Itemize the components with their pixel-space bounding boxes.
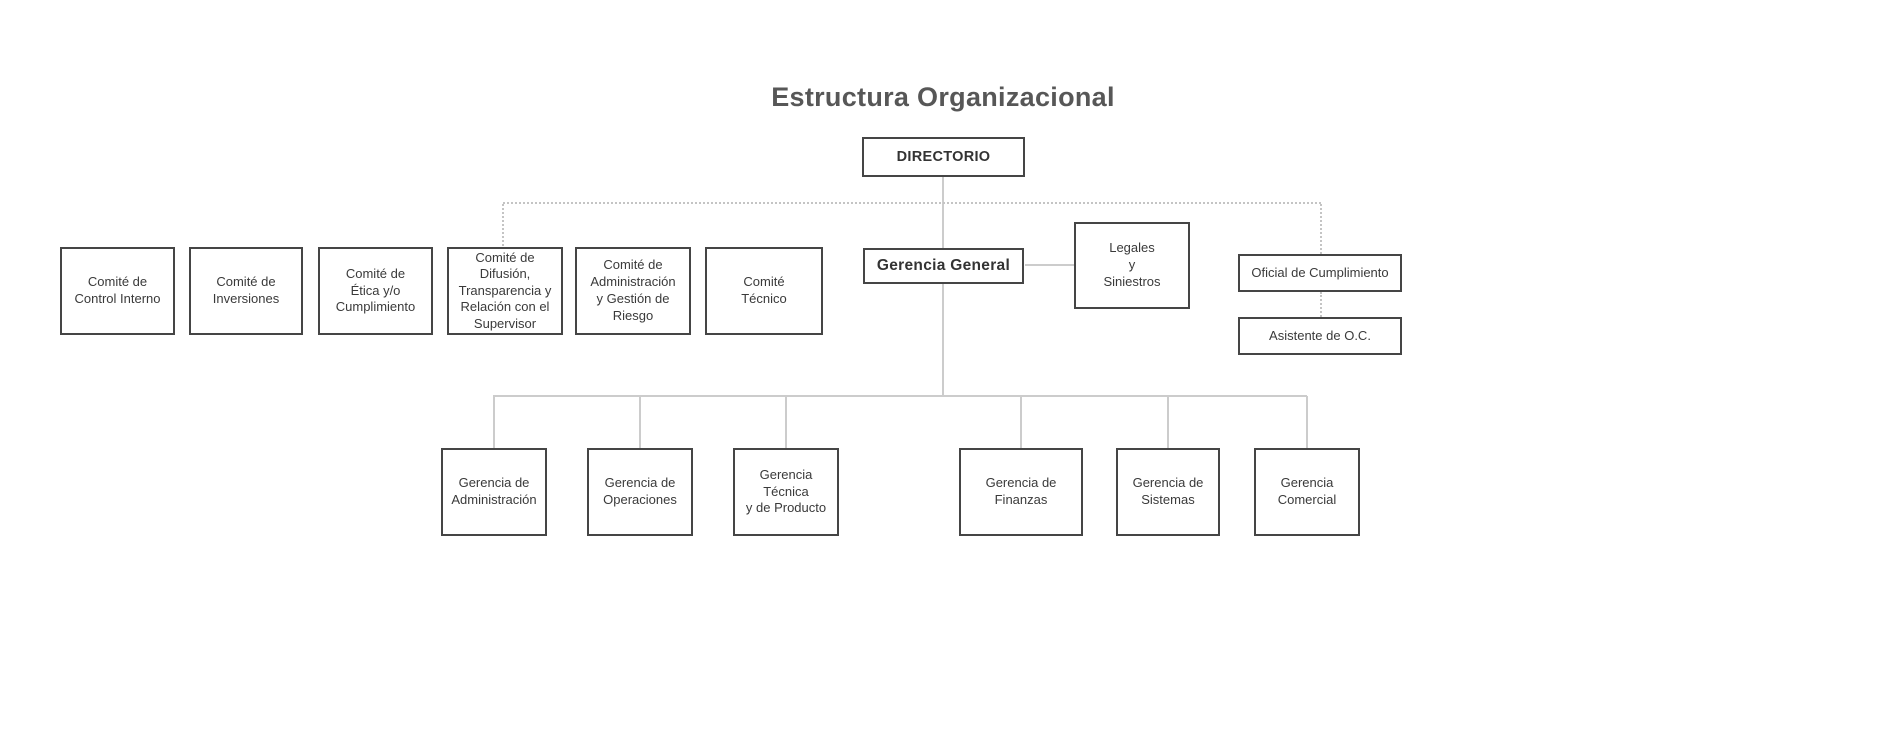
- node-asistente-oc: Asistente de O.C.: [1238, 317, 1402, 355]
- node-comite-difusion-label: Comité de Difusión, Transparencia y Rela…: [458, 250, 552, 331]
- node-gerencia-tecnica-producto-label: Gerencia Técnica y de Producto: [745, 466, 827, 516]
- node-gerencia-operaciones: Gerencia de Operaciones: [587, 448, 693, 536]
- node-comite-etica-label: Comité de Ética y/o Cumplimiento: [335, 265, 416, 315]
- dotted-drop-oficial-cumplimiento: [1320, 204, 1322, 254]
- node-gerencia-finanzas-label: Gerencia de Finanzas: [985, 475, 1057, 507]
- node-gerencia-sistemas-label: Gerencia de Sistemas: [1132, 475, 1204, 507]
- node-gerencia-finanzas: Gerencia de Finanzas: [959, 448, 1083, 536]
- node-legales-siniestros-label: Legales y Siniestros: [1103, 240, 1161, 289]
- dotted-drop-comite-difusion: [502, 204, 504, 246]
- node-comite-tecnico-label: Comité Técnico: [741, 274, 787, 306]
- node-comite-control-interno: Comité de Control Interno: [60, 247, 175, 335]
- node-comite-inversiones: Comité de Inversiones: [189, 247, 303, 335]
- connector-drop-administracion: [493, 396, 495, 448]
- node-gerencia-operaciones-label: Gerencia de Operaciones: [603, 475, 677, 507]
- node-comite-control-interno-label: Comité de Control Interno: [74, 274, 161, 306]
- node-comite-tecnico: Comité Técnico: [705, 247, 823, 335]
- node-gerencia-tecnica-producto: Gerencia Técnica y de Producto: [733, 448, 839, 536]
- connector-gerencia-general-bus: [942, 284, 944, 396]
- connector-drop-operaciones: [639, 396, 641, 448]
- node-directorio-label: DIRECTORIO: [896, 148, 991, 165]
- connector-drop-comercial: [1306, 396, 1308, 448]
- node-comite-administracion-riesgo-label: Comité de Administración y Gestión de Ri…: [590, 257, 676, 323]
- connector-gerencia-general-legales: [1025, 264, 1074, 266]
- connector-bottom-bus: [493, 395, 1307, 397]
- connector-directorio-gerencia-general: [942, 177, 944, 248]
- connector-drop-tecnica: [785, 396, 787, 448]
- node-comite-inversiones-label: Comité de Inversiones: [212, 274, 280, 306]
- node-comite-etica: Comité de Ética y/o Cumplimiento: [318, 247, 433, 335]
- node-gerencia-administracion-label: Gerencia de Administración: [451, 475, 537, 507]
- node-legales-siniestros: Legales y Siniestros: [1074, 222, 1190, 309]
- connector-drop-sistemas: [1167, 396, 1169, 448]
- node-gerencia-comercial-label: Gerencia Comercial: [1277, 475, 1337, 507]
- node-gerencia-general-label: Gerencia General: [876, 256, 1011, 274]
- node-gerencia-administracion: Gerencia de Administración: [441, 448, 547, 536]
- chart-title: Estructura Organizacional: [771, 82, 1115, 112]
- node-oficial-cumplimiento-label: Oficial de Cumplimiento: [1251, 264, 1389, 280]
- dotted-connector-horizontal: [503, 202, 1321, 204]
- connector-drop-finanzas: [1020, 396, 1022, 448]
- node-gerencia-comercial: Gerencia Comercial: [1254, 448, 1360, 536]
- node-gerencia-sistemas: Gerencia de Sistemas: [1116, 448, 1220, 536]
- node-oficial-cumplimiento: Oficial de Cumplimiento: [1238, 254, 1402, 292]
- node-directorio: DIRECTORIO: [862, 137, 1025, 177]
- dotted-connector-oficial-asistente: [1320, 292, 1322, 317]
- node-asistente-oc-label: Asistente de O.C.: [1269, 327, 1371, 343]
- node-comite-difusion: Comité de Difusión, Transparencia y Rela…: [447, 247, 563, 335]
- node-comite-administracion-riesgo: Comité de Administración y Gestión de Ri…: [575, 247, 691, 335]
- node-gerencia-general: Gerencia General: [863, 248, 1024, 284]
